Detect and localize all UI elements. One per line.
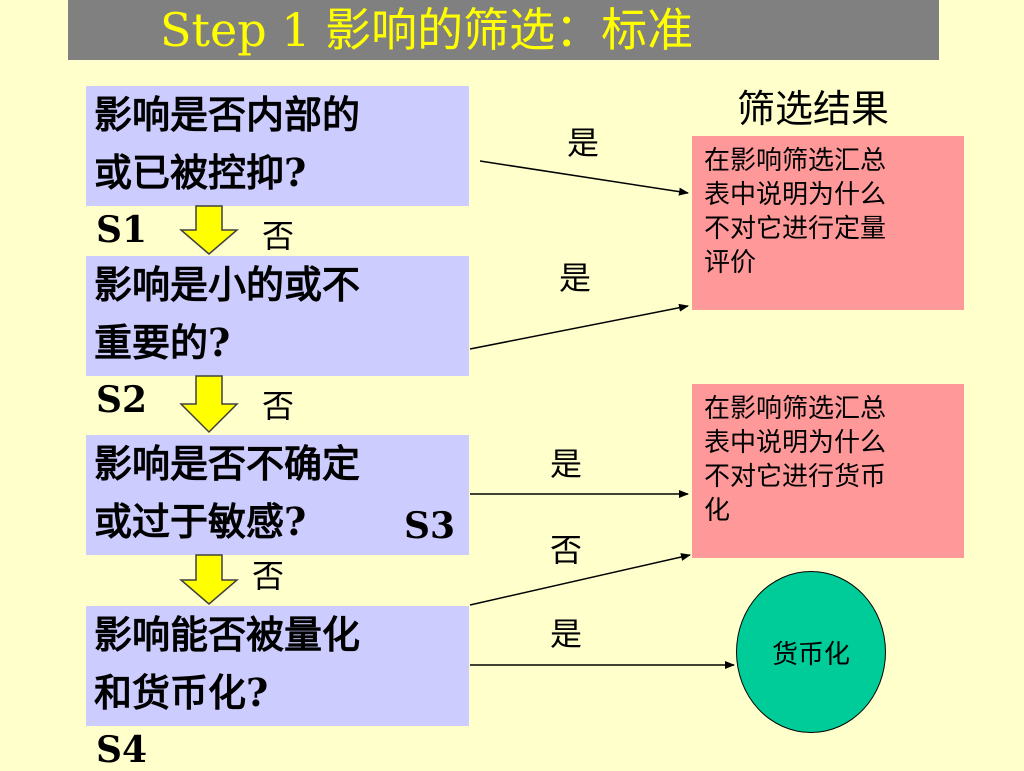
final-result-ellipse: 货币化 — [736, 571, 886, 733]
final-result-text: 货币化 — [771, 639, 850, 670]
question-text: 或已被控抑? — [94, 150, 307, 195]
question-box-s3: 影响是否不确定 或过于敏感? — [86, 435, 469, 555]
no-label: 否 — [550, 531, 583, 569]
question-text: 影响是否内部的 — [94, 92, 361, 137]
result-box-quantitative: 在影响筛选汇总 表中说明为什么 不对它进行定量 评价 — [692, 136, 964, 310]
arrow-s2-yes — [469, 303, 689, 350]
step-label-s4: S4 — [96, 729, 148, 771]
no-label: 否 — [252, 557, 285, 595]
yes-label: 是 — [559, 259, 592, 297]
result-text: 不对它进行定量 — [704, 214, 887, 244]
question-text: 影响能否被量化 — [94, 612, 361, 657]
yes-label: 是 — [550, 445, 583, 483]
page-title: Step 1 影响的筛选：标准 — [160, 3, 694, 57]
yes-label: 是 — [567, 124, 600, 162]
title-bar — [68, 0, 939, 60]
yes-label: 是 — [550, 615, 583, 653]
step-label-s2: S2 — [96, 379, 148, 421]
result-text: 评价 — [704, 248, 757, 278]
no-label: 否 — [262, 217, 295, 255]
question-box-s4: 影响能否被量化 和货币化? — [86, 606, 469, 726]
result-text: 化 — [704, 496, 731, 526]
question-text: 重要的? — [94, 320, 231, 365]
question-text: 或过于敏感? — [94, 499, 307, 544]
down-arrow-icon — [178, 554, 240, 605]
question-box-s2: 影响是小的或不 重要的? — [86, 256, 469, 376]
question-text: 影响是小的或不 — [94, 262, 361, 307]
result-text: 在影响筛选汇总 — [704, 146, 887, 176]
arrow-s4-no — [469, 553, 691, 606]
result-text: 表中说明为什么 — [704, 180, 887, 210]
result-text: 不对它进行货币 — [704, 462, 887, 492]
no-label: 否 — [262, 387, 295, 425]
result-box-monetization: 在影响筛选汇总 表中说明为什么 不对它进行货币 化 — [692, 384, 964, 558]
question-text: 和货币化? — [94, 670, 269, 715]
result-text: 表中说明为什么 — [704, 428, 887, 458]
arrow-s1-yes — [479, 160, 689, 196]
step-label-s1: S1 — [96, 209, 148, 251]
question-box-s1: 影响是否内部的 或已被控抑? — [86, 86, 469, 206]
down-arrow-icon — [179, 375, 239, 434]
question-text: 影响是否不确定 — [94, 441, 361, 486]
step-label-s3: S3 — [404, 505, 456, 547]
down-arrow-icon — [178, 205, 240, 255]
result-heading: 筛选结果 — [737, 87, 890, 131]
result-text: 在影响筛选汇总 — [704, 394, 887, 424]
